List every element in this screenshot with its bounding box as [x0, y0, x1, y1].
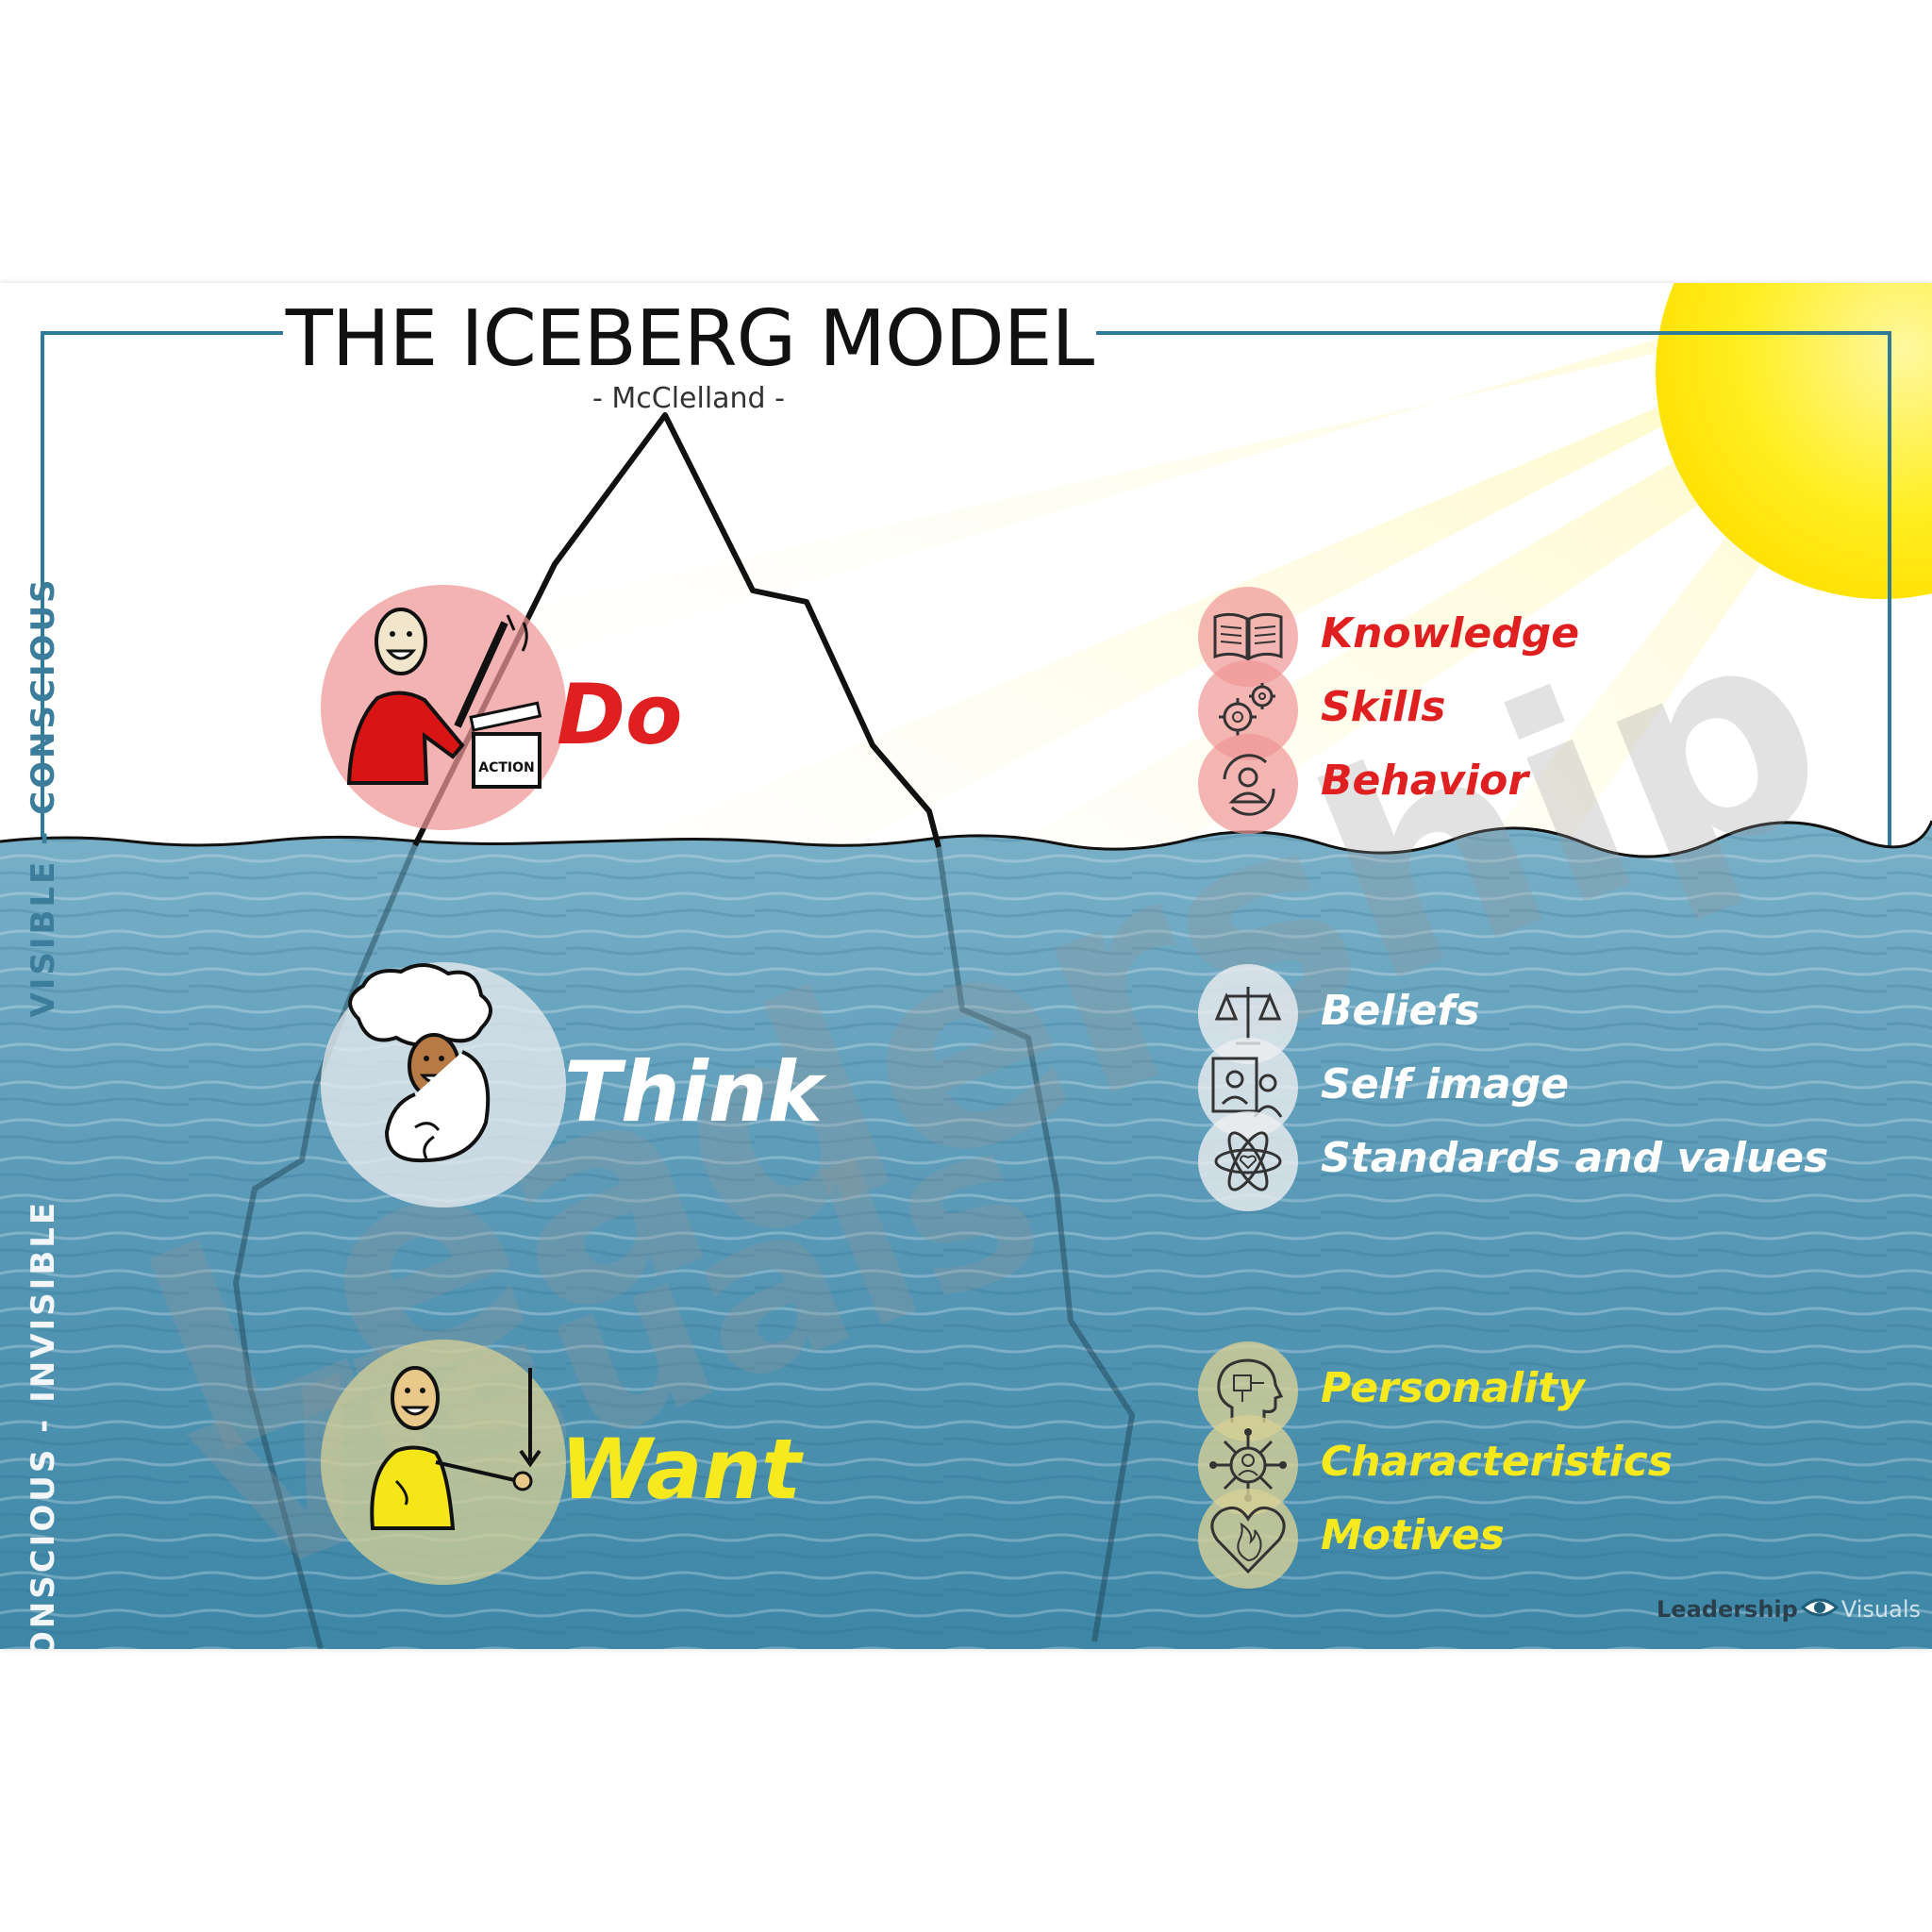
- page-title: THE ICEBERG MODEL: [283, 288, 1096, 391]
- level-label-want: Want: [560, 1421, 802, 1518]
- item-circle-behavior: [1198, 734, 1298, 834]
- mirror-person-icon: [1211, 1057, 1283, 1118]
- page-subtitle: - McClelland -: [592, 382, 785, 415]
- action-figure-icon: ACTION: [346, 608, 542, 789]
- credit-light: Visuals: [1840, 1596, 1921, 1623]
- item-label-self-image: Self image: [1321, 1060, 1570, 1108]
- side-label-invisible: UNCONSCIOUS - INVISIBLE: [25, 1199, 62, 1649]
- thinker-figure-icon: [348, 963, 492, 1163]
- heart-flame-icon: [1210, 1506, 1286, 1574]
- side-label-visible: VISIBLE - CONSCIOUS: [25, 576, 62, 1018]
- item-label-skills: Skills: [1321, 683, 1446, 731]
- wanting-figure-icon: [370, 1366, 541, 1530]
- item-circle-self-image: [1198, 1038, 1298, 1138]
- item-label-beliefs: Beliefs: [1321, 987, 1480, 1035]
- item-label-motives: Motives: [1321, 1511, 1505, 1559]
- level-label-do: Do: [557, 666, 683, 763]
- credit-bold: Leadership: [1657, 1596, 1798, 1623]
- item-label-knowledge: Knowledge: [1321, 609, 1580, 658]
- item-label-personality: Personality: [1321, 1364, 1585, 1412]
- eye-icon: [1800, 1596, 1840, 1624]
- item-label-standards: Standards and values: [1321, 1134, 1829, 1182]
- poster: Leadership Visuals THE ICEBERG MODEL - M…: [0, 283, 1932, 1649]
- head-puzzle-icon: [1217, 1358, 1284, 1423]
- item-label-behavior: Behavior: [1321, 757, 1529, 805]
- item-circle-motives: [1198, 1489, 1298, 1589]
- person-cycle-icon: [1223, 754, 1275, 816]
- iceberg-tip: [412, 412, 941, 848]
- level-label-think: Think: [564, 1043, 824, 1141]
- action-prop-text: ACTION: [478, 760, 535, 775]
- want-circle: [321, 1340, 566, 1585]
- item-circle-knowledge: [1198, 587, 1298, 687]
- gears-icon: [1219, 683, 1275, 736]
- atom-heart-icon: [1214, 1131, 1282, 1191]
- think-circle: [321, 962, 566, 1208]
- do-circle: ACTION: [321, 585, 566, 830]
- book-icon: [1213, 612, 1283, 661]
- item-label-characteristics: Characteristics: [1321, 1438, 1674, 1486]
- water-line: [0, 820, 1932, 858]
- credit-logo: Leadership Visuals: [1657, 1596, 1921, 1624]
- item-circle-standards: [1198, 1111, 1298, 1211]
- sun: [1656, 283, 1932, 599]
